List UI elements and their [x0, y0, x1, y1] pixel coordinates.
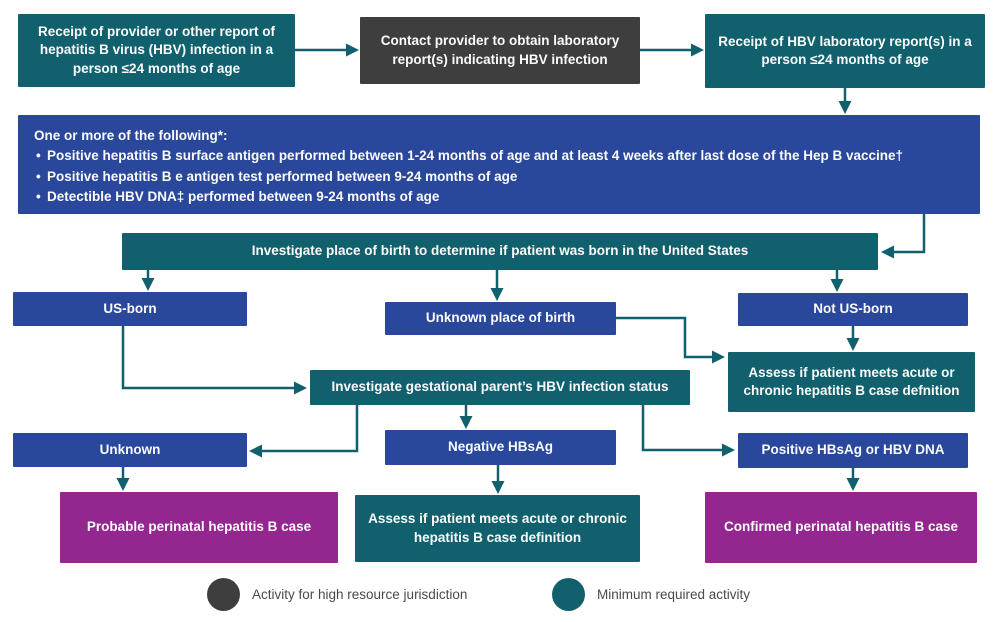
node-investigate-place-of-birth-label: Investigate place of birth to determine …	[251, 243, 749, 259]
criteria-heading: One or more of the following*:	[34, 128, 228, 143]
arrow-unknown-place-to-assess-right	[616, 316, 725, 364]
node-assess-acute-chronic-right: Assess if patient meets acute or chronic…	[728, 352, 975, 412]
node-assess-acute-chronic-right-label: Assess if patient meets acute or chronic…	[743, 364, 960, 398]
node-investigate-gestational-parent-label: Investigate gestational parent’s HBV inf…	[331, 379, 669, 395]
node-not-us-born-label: Not US-born	[813, 301, 893, 317]
node-unknown-place-of-birth-label: Unknown place of birth	[425, 310, 576, 326]
node-negative-hbsag-label: Negative HBsAg	[447, 439, 554, 455]
node-receipt-lab-report-label: Receipt of HBV laboratory report(s) in a…	[718, 33, 972, 67]
criteria-bullet-3-label: Detectible HBV DNA‡ performed between 9-…	[47, 188, 440, 204]
node-us-born: US-born	[13, 292, 247, 326]
criteria-bullet-2: Positive hepatitis B e antigen test perf…	[34, 167, 964, 188]
criteria-bullet-1-label: Positive hepatitis B surface antigen per…	[47, 148, 904, 164]
node-investigate-place-of-birth: Investigate place of birth to determine …	[122, 233, 878, 270]
node-us-born-label: US-born	[103, 300, 157, 316]
node-assess-acute-chronic-bottom-label: Assess if patient meets acute or chronic…	[368, 511, 627, 545]
node-confirmed-case: Confirmed perinatal hepatitis B case	[705, 492, 977, 563]
node-unknown-place-of-birth: Unknown place of birth	[385, 302, 616, 335]
criteria-bullet-1: Positive hepatitis B surface antigen per…	[34, 146, 964, 167]
criteria-bullet-2-label: Positive hepatitis B e antigen test perf…	[47, 168, 518, 184]
node-negative-hbsag: Negative HBsAg	[385, 430, 616, 465]
node-positive-hbsag-label: Positive HBsAg or HBV DNA	[761, 442, 945, 458]
node-receipt-provider-report: Receipt of provider or other report of h…	[18, 14, 295, 87]
criteria-bullet-3: Detectible HBV DNA‡ performed between 9-…	[34, 187, 964, 208]
node-not-us-born: Not US-born	[738, 293, 968, 326]
node-lab-criteria: One or more of the following*: Positive …	[18, 115, 980, 214]
arrow-parent-to-positive	[641, 405, 735, 457]
node-probable-case-label: Probable perinatal hepatitis B case	[86, 519, 312, 535]
arrow-criteria-to-investigate-birth	[881, 214, 926, 259]
legend-high-resource: Activity for high resource jurisdiction	[207, 578, 467, 611]
legend-minimum-required-dot-icon	[552, 578, 585, 611]
node-contact-provider: Contact provider to obtain laboratory re…	[360, 17, 640, 84]
arrow-parent-to-unknown	[249, 405, 359, 458]
legend-high-resource-dot-icon	[207, 578, 240, 611]
arrow-us-born-to-investigate-parent	[121, 326, 307, 395]
node-receipt-lab-report: Receipt of HBV laboratory report(s) in a…	[705, 14, 985, 88]
node-confirmed-case-label: Confirmed perinatal hepatitis B case	[723, 519, 959, 535]
node-investigate-gestational-parent: Investigate gestational parent’s HBV inf…	[310, 370, 690, 405]
node-assess-acute-chronic-bottom: Assess if patient meets acute or chronic…	[355, 495, 640, 562]
node-receipt-provider-report-label: Receipt of provider or other report of h…	[37, 24, 276, 76]
node-positive-hbsag: Positive HBsAg or HBV DNA	[738, 433, 968, 468]
legend-minimum-required: Minimum required activity	[552, 578, 750, 611]
legend-high-resource-label: Activity for high resource jurisdiction	[252, 587, 468, 602]
node-contact-provider-label: Contact provider to obtain laboratory re…	[380, 33, 620, 67]
node-unknown-status: Unknown	[13, 433, 247, 467]
legend-minimum-required-label: Minimum required activity	[597, 587, 751, 602]
node-probable-case: Probable perinatal hepatitis B case	[60, 492, 338, 563]
node-unknown-status-label: Unknown	[99, 441, 161, 457]
